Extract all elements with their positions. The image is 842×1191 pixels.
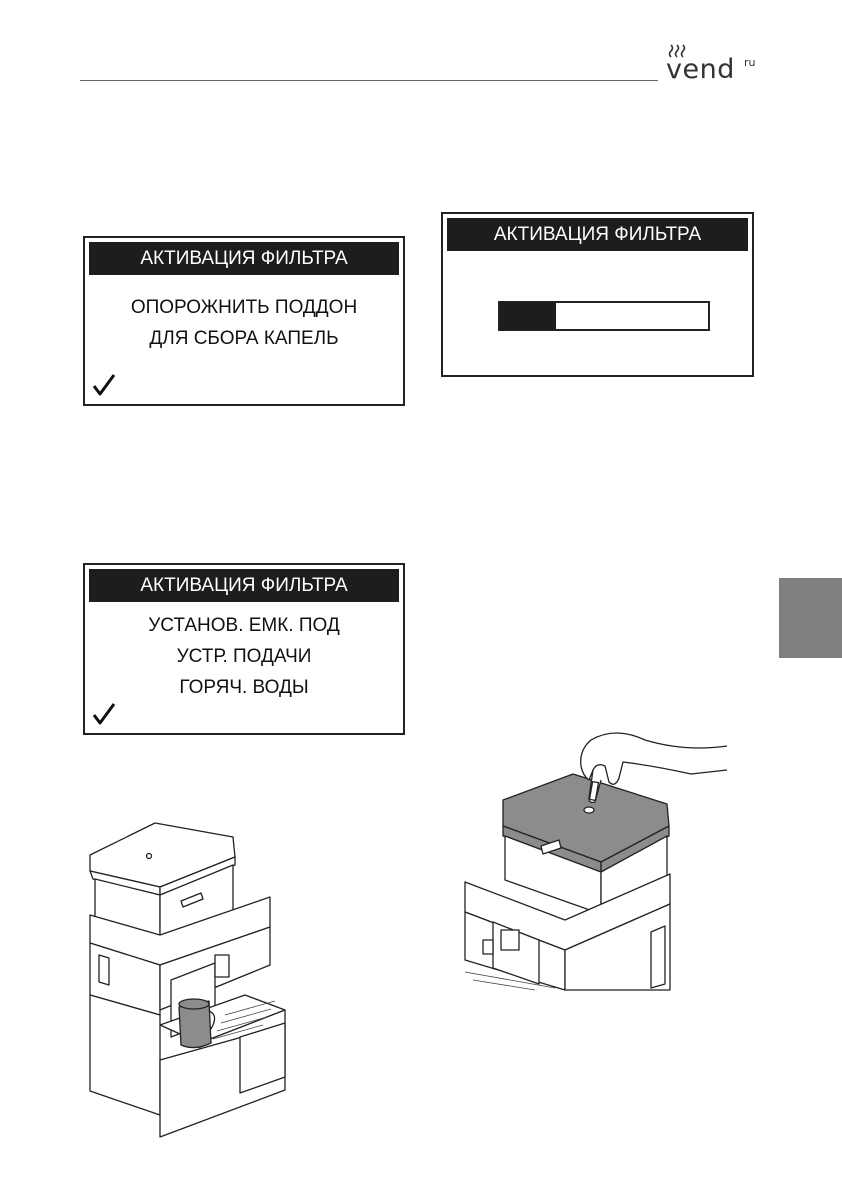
brand-suffix: ru xyxy=(744,56,756,69)
screen-title: АКТИВАЦИЯ ФИЛЬТРА xyxy=(89,569,399,602)
screen-message: ОПОРОЖНИТЬ ПОДДОН ДЛЯ СБОРА КАПЕЛЬ xyxy=(85,292,403,354)
header-rule xyxy=(80,80,658,81)
checkmark-icon[interactable] xyxy=(92,702,116,726)
screen-message: УСТАНОВ. ЕМК. ПОД УСТР. ПОДАЧИ ГОРЯЧ. ВО… xyxy=(85,610,403,703)
brand-name: vend xyxy=(666,54,735,85)
hand-on-machine-lid-illustration xyxy=(464,732,728,991)
screen-line: ГОРЯЧ. ВОДЫ xyxy=(179,677,309,698)
screen-title: АКТИВАЦИЯ ФИЛЬТРА xyxy=(89,242,399,275)
section-tab xyxy=(779,578,842,658)
progress-bar-fill xyxy=(500,303,557,329)
screen-line: ОПОРОЖНИТЬ ПОДДОН xyxy=(130,297,358,318)
display-screen-progress: АКТИВАЦИЯ ФИЛЬТРА xyxy=(441,212,754,377)
display-screen-empty-tray: АКТИВАЦИЯ ФИЛЬТРА ОПОРОЖНИТЬ ПОДДОН ДЛЯ … xyxy=(83,236,405,406)
coffee-machine-with-cup-illustration xyxy=(89,822,286,1138)
checkmark-icon[interactable] xyxy=(92,373,116,397)
progress-bar xyxy=(498,301,710,331)
screen-title: АКТИВАЦИЯ ФИЛЬТРА xyxy=(447,218,748,251)
screen-line: УСТР. ПОДАЧИ xyxy=(176,646,312,667)
screen-line: УСТАНОВ. ЕМК. ПОД xyxy=(148,615,340,636)
brand-logo: vend ru xyxy=(662,44,774,88)
screen-line: ДЛЯ СБОРА КАПЕЛЬ xyxy=(149,328,339,349)
steam-icon xyxy=(668,44,686,58)
display-screen-place-container: АКТИВАЦИЯ ФИЛЬТРА УСТАНОВ. ЕМК. ПОД УСТР… xyxy=(83,563,405,735)
